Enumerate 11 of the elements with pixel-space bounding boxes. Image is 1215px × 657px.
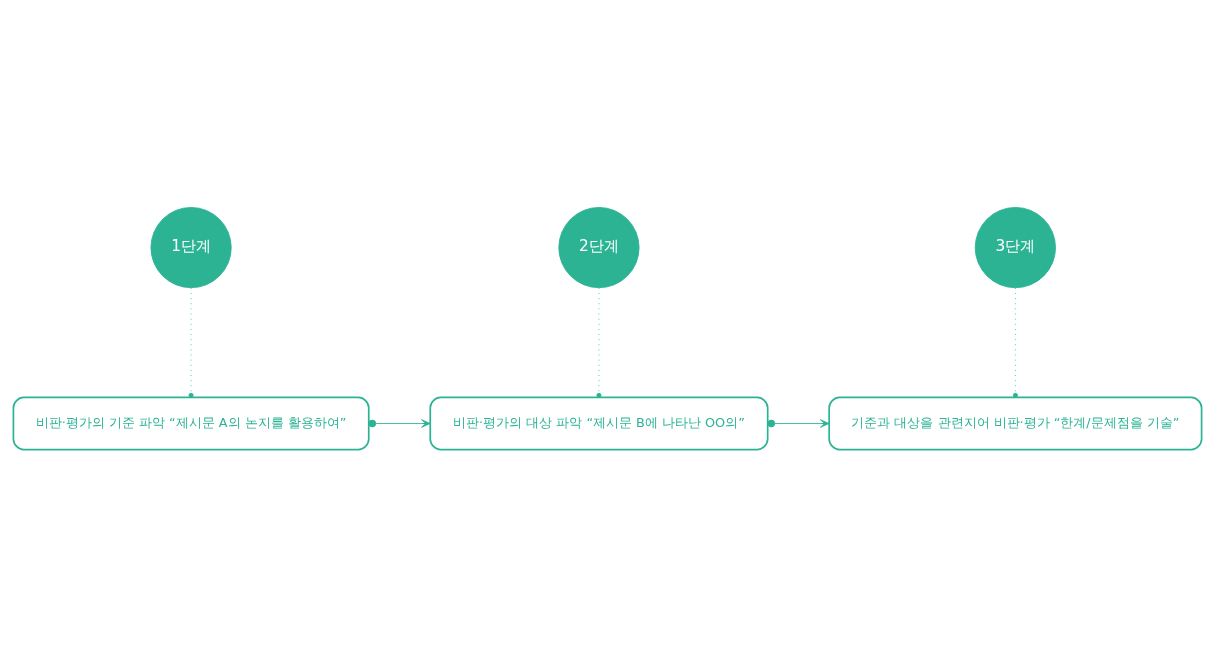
node-box: 비판·평가의 대상 파악 “제시문 B에 나타난 OO의” (429, 396, 769, 451)
connector (596, 287, 602, 398)
arrow (767, 419, 830, 428)
node-circle: 1단계 (150, 207, 232, 289)
node-box: 기준과 대상을 관련지어 비판·평가 “한계/문제점을 기술” (828, 396, 1203, 451)
node-box: 비판·평가의 기준 파악 “제시문 A의 논지를 활용하여” (12, 396, 370, 451)
connector (188, 287, 194, 398)
node-circle: 3단계 (974, 207, 1056, 289)
connector (1012, 287, 1018, 398)
node-circle: 2단계 (558, 207, 640, 289)
arrow (368, 419, 431, 428)
